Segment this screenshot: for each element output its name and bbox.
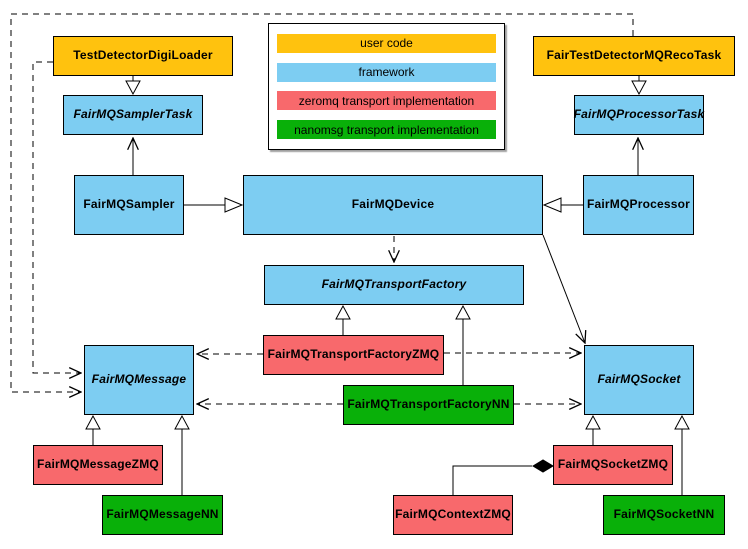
legend-item-framework: framework <box>277 62 496 82</box>
node-fairmqprocessortask: FairMQProcessorTask <box>574 95 704 135</box>
edge-association-device-socket <box>542 234 585 343</box>
legend-item-user-code: user code <box>277 33 496 53</box>
node-testdetectordigiloader: TestDetectorDigiLoader <box>53 36 233 76</box>
node-fairmqcontextzmq: FairMQContextZMQ <box>393 495 513 535</box>
node-fairmqprocessor: FairMQProcessor <box>583 175 694 235</box>
edge-inheritance-processor-device <box>542 197 583 213</box>
edge-inheritance-sampler-device <box>184 197 244 213</box>
edge-dependency-digiloader-message <box>32 61 81 373</box>
edge-inheritance-socketzmq-socket <box>585 414 601 445</box>
node-fairmqtransportfactory: FairMQTransportFactory <box>264 265 524 305</box>
edge-inheritance-messagezmq-message <box>85 414 101 445</box>
legend: user code framework zeromq transport imp… <box>268 23 505 150</box>
node-fairmqmessagenn: FairMQMessageNN <box>102 495 223 535</box>
node-fairmqdevice: FairMQDevice <box>243 175 543 235</box>
legend-item-zeromq: zeromq transport implementation <box>277 91 496 111</box>
node-fairmqsocketzmq: FairMQSocketZMQ <box>553 445 673 485</box>
node-fairtestdetectormqrecotask: FairTestDetectorMQRecoTask <box>533 36 735 76</box>
edge-inheritance-factorynn-transportfactory <box>455 304 471 385</box>
node-fairmqmessagezmq: FairMQMessageZMQ <box>33 445 163 485</box>
node-fairmqsocketnn: FairMQSocketNN <box>603 495 725 535</box>
edge-composition-socketzmq-contextzmq <box>452 459 554 495</box>
node-fairmqtransportfactoryzmq: FairMQTransportFactoryZMQ <box>263 335 444 375</box>
edge-inheritance-socketnn-socket <box>674 414 690 495</box>
node-fairmqsampler: FairMQSampler <box>74 175 184 235</box>
legend-item-nanomsg: nanomsg transport implementation <box>277 120 496 140</box>
edge-inheritance-factoryzmq-transportfactory <box>335 304 351 335</box>
edge-inheritance-digiloader-samplertask <box>125 76 141 96</box>
node-fairmqsamplertask: FairMQSamplerTask <box>63 95 203 135</box>
node-fairmqsocket: FairMQSocket <box>584 345 694 415</box>
edge-inheritance-recotask-processortask <box>631 76 647 96</box>
edge-dependency-recotask-message <box>10 13 634 392</box>
node-fairmqtransportfactorynn: FairMQTransportFactoryNN <box>343 385 514 425</box>
edge-inheritance-messagenn-message <box>174 414 190 495</box>
node-fairmqmessage: FairMQMessage <box>84 345 194 415</box>
